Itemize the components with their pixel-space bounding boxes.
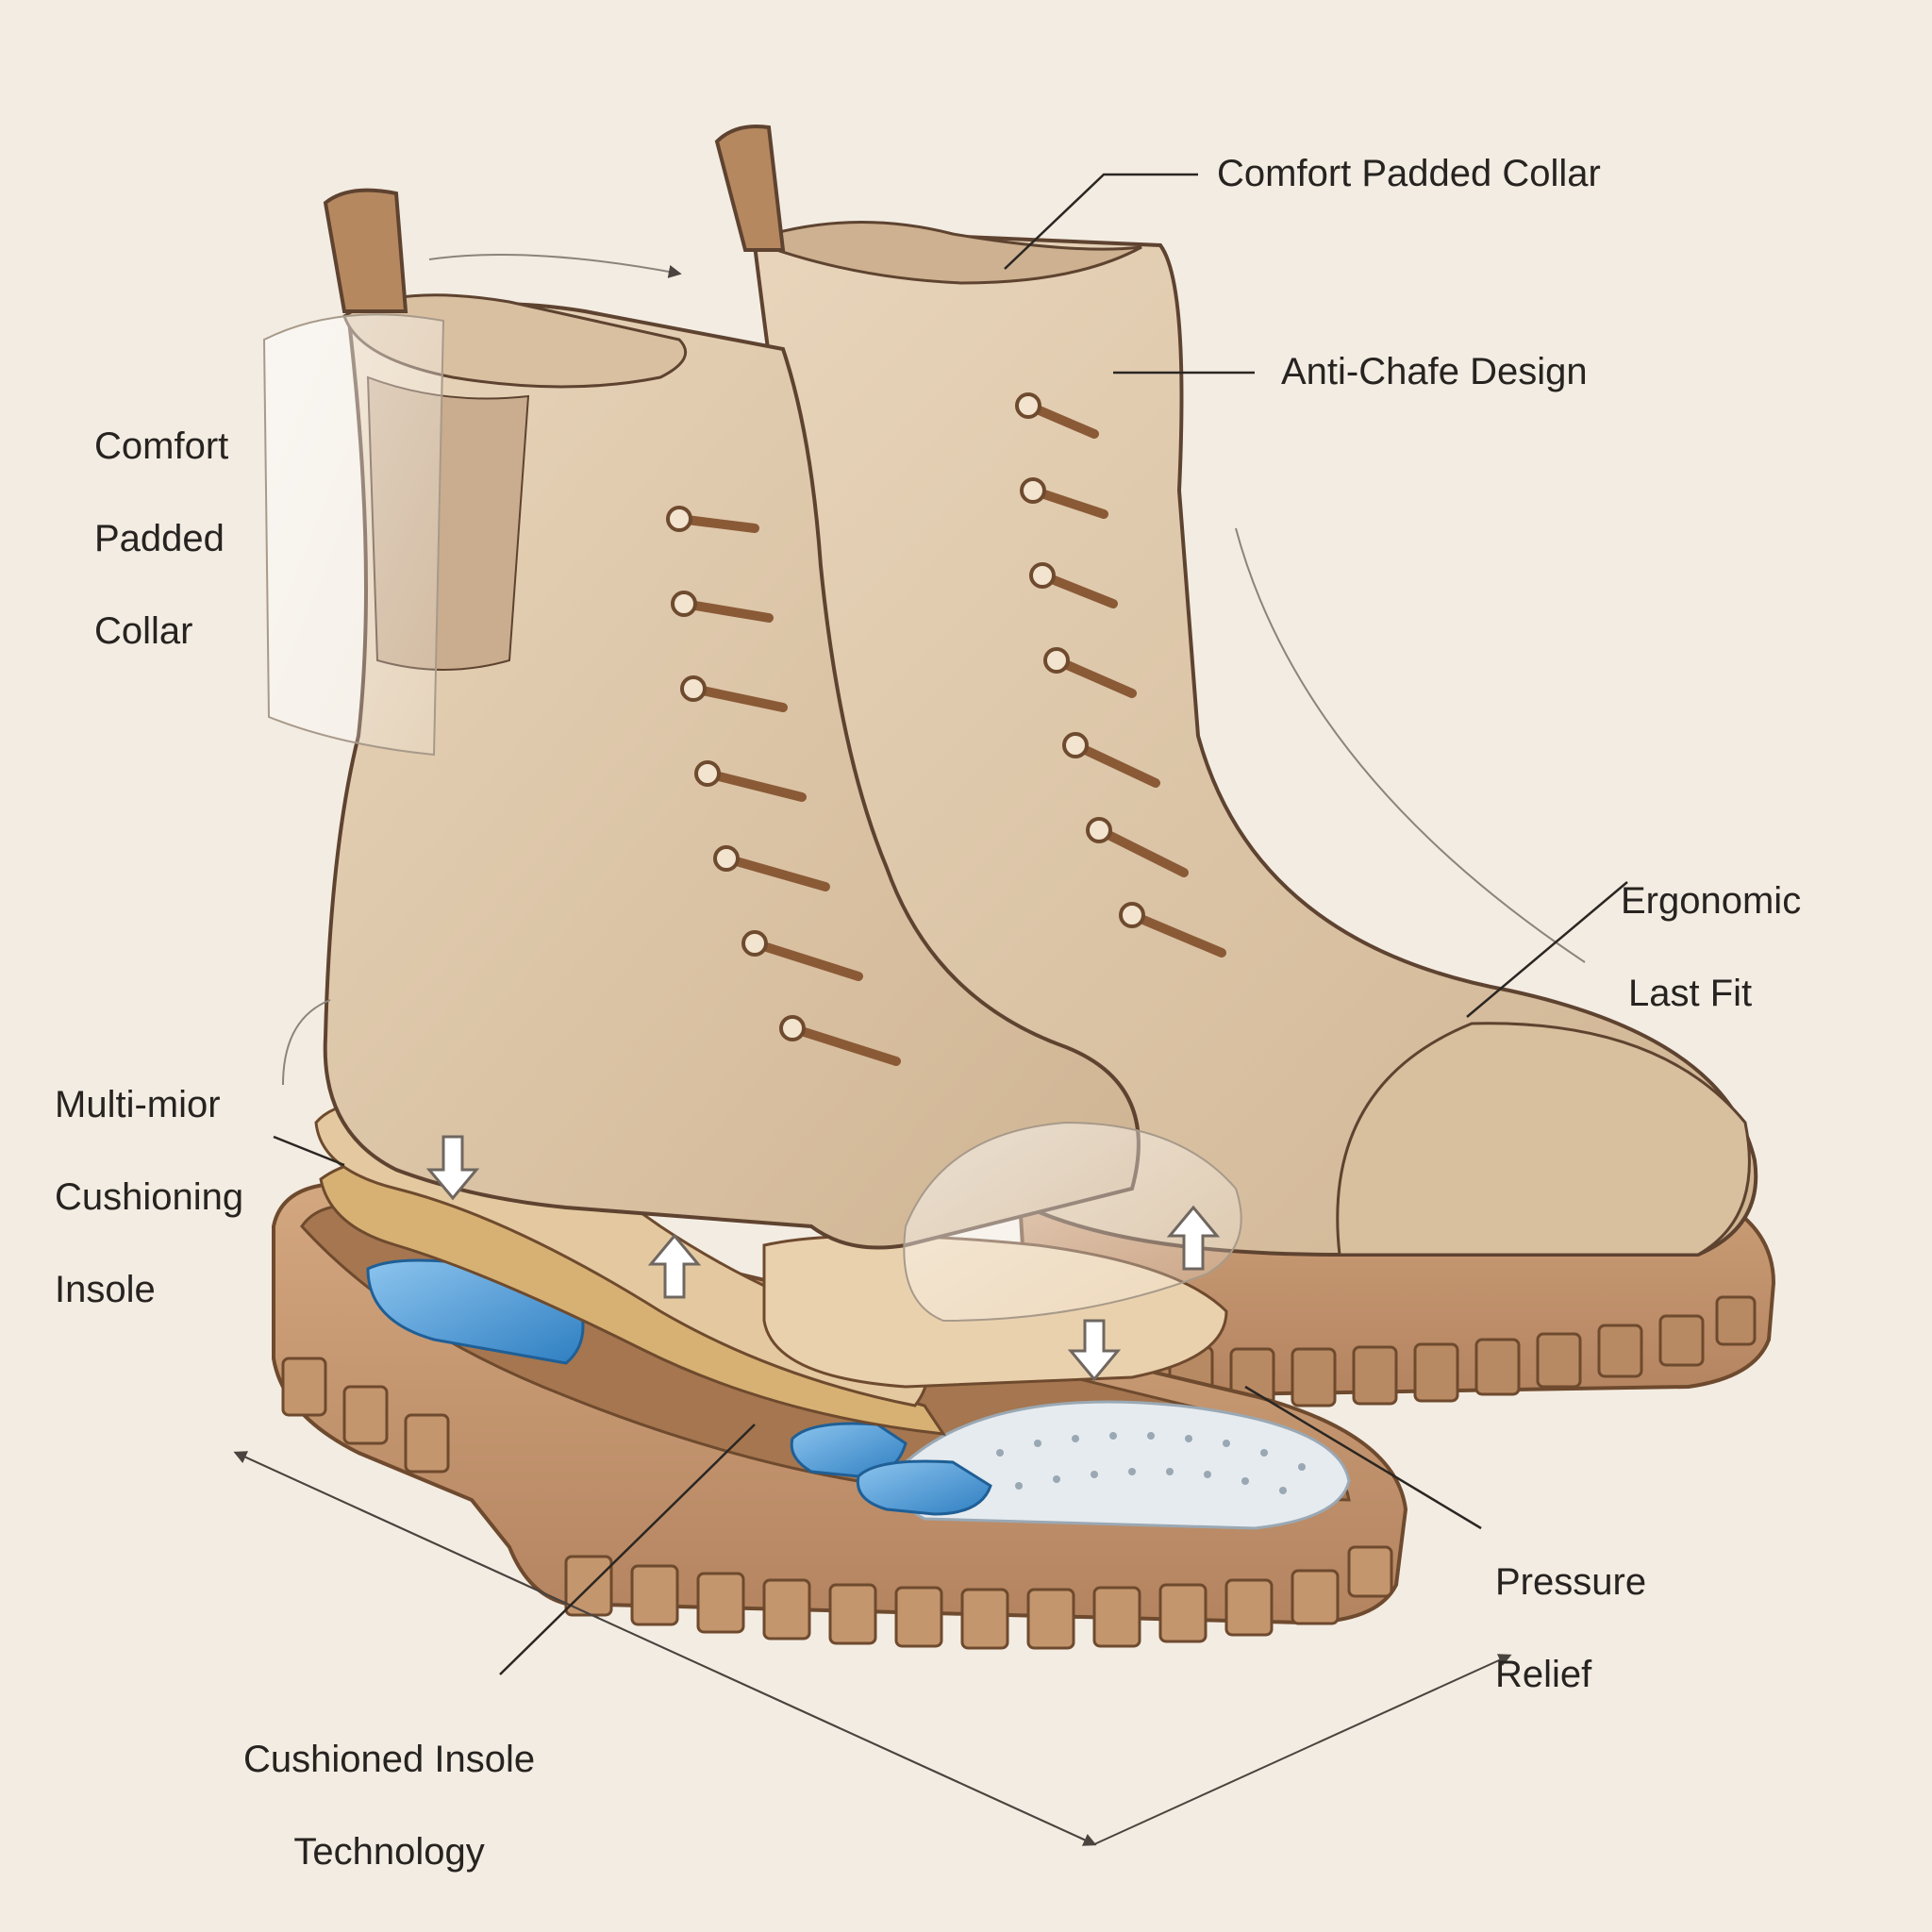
right-boot-pull-tab — [714, 125, 786, 252]
label-cushioned-insole-technology: Cushioned Insole Technology — [243, 1690, 535, 1922]
left-boot-lugs — [281, 1357, 1393, 1650]
left-boot-eyelets — [666, 506, 806, 1041]
label-anti-chafe-design: Anti-Chafe Design — [1281, 351, 1588, 392]
label-cushioning-line-3: Insole — [55, 1269, 156, 1310]
ankle-motion-arc — [282, 999, 331, 1086]
left-boot-foam-perforations — [996, 1432, 1306, 1494]
toe-glass-shell — [903, 1121, 1242, 1323]
label-pressure-line-2: Relief — [1495, 1654, 1592, 1695]
label-collar-left-line-2: Padded — [94, 518, 225, 559]
leader-technology — [499, 1424, 756, 1675]
down-arrow-heel — [425, 1135, 480, 1201]
left-boot-pull-tab — [323, 188, 408, 313]
left-boot-laces — [675, 514, 901, 1066]
label-collar-left-line-3: Collar — [94, 610, 193, 652]
label-pressure-relief: Pressure Relief — [1495, 1513, 1646, 1744]
leader-collar-top-right — [1004, 173, 1198, 270]
down-arrow-forefoot — [1067, 1319, 1122, 1382]
dimension-lines — [233, 1451, 1512, 1846]
right-boot-eyelets — [1015, 392, 1145, 928]
label-collar-left-line-1: Comfort — [94, 425, 229, 467]
leader-pressure — [1244, 1385, 1482, 1530]
up-arrow-forefoot — [1166, 1205, 1221, 1271]
left-boot-foam-layer — [897, 1400, 1351, 1530]
motion-arcs — [282, 254, 1586, 1086]
label-comfort-padded-collar-left: Comfort Padded Collar — [94, 377, 228, 701]
up-arrow-arch — [647, 1233, 702, 1299]
label-cushioning-line-1: Multi-mior — [55, 1084, 221, 1125]
leader-cushioning — [273, 1135, 345, 1167]
leader-lines — [273, 173, 1628, 1675]
label-ergonomic-last-fit: Ergonomic Last Fit — [1621, 832, 1801, 1063]
label-technology-line-2: Technology — [293, 1831, 485, 1873]
label-multi-mior-cushioning-insole: Multi-mior Cushioning Insole — [55, 1036, 243, 1359]
shaft-motion-arc — [1235, 527, 1586, 963]
pressure-arrows — [425, 1135, 1221, 1382]
leader-ergonomic — [1466, 881, 1628, 1018]
right-boot-toe-cap — [1336, 1022, 1751, 1257]
label-ergonomic-line-1: Ergonomic — [1621, 880, 1802, 922]
left-boot — [262, 188, 1408, 1650]
heel-glass-shell — [262, 313, 445, 757]
label-ergonomic-line-2: Last Fit — [1628, 973, 1753, 1014]
label-cushioning-line-2: Cushioning — [55, 1176, 244, 1218]
collar-motion-arc — [428, 254, 682, 278]
label-comfort-padded-collar-top-right: Comfort Padded Collar — [1217, 153, 1601, 194]
right-boot-collar — [745, 221, 1142, 285]
label-technology-line-1: Cushioned Insole — [243, 1739, 536, 1780]
label-pressure-line-1: Pressure — [1495, 1561, 1647, 1603]
